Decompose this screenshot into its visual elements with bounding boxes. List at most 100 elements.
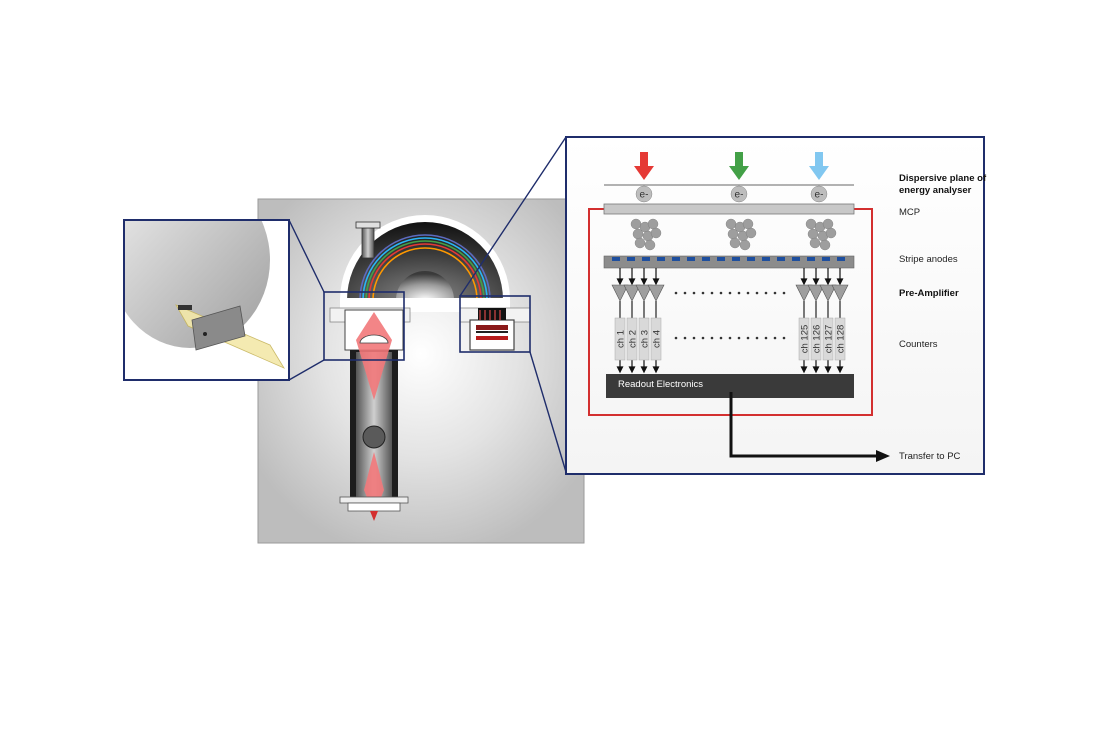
amplifier-triangle [611, 284, 629, 302]
hemispherical-analyser [347, 222, 503, 300]
readout-electronics-label: Readout Electronics [618, 379, 703, 390]
counter-cell [614, 317, 626, 361]
ellipsis-dot [728, 336, 732, 340]
transfer-arrow [729, 392, 878, 458]
anode-stripe [702, 257, 710, 261]
ellipsis-dot [755, 336, 759, 340]
anode-stripe [687, 257, 695, 261]
channel-label: ch 3 [640, 330, 651, 348]
detector-assembly [469, 308, 515, 351]
amplifier-triangle [807, 284, 825, 302]
counter-cell [810, 317, 822, 361]
anode-stripe [627, 257, 635, 261]
counter-arrow-head [628, 366, 636, 374]
channel-label: ch 125 [800, 325, 811, 354]
anode-stripe [822, 257, 830, 261]
transfer-arrow-head [876, 450, 890, 462]
mcp-plate [603, 203, 855, 215]
counter-arrow-head [800, 366, 808, 374]
ellipsis-dot [782, 336, 786, 340]
ellipsis-dot [683, 291, 687, 295]
anode-stripe [642, 257, 650, 261]
signal-arrow-head [800, 278, 808, 286]
incoming-electrons: e- e- e- [635, 185, 828, 203]
ellipsis-dot [710, 336, 714, 340]
energy-arrows [634, 152, 829, 180]
counter-cell [822, 317, 834, 361]
ellipsis-dot [746, 291, 750, 295]
signal-arrow-head [628, 278, 636, 286]
ellipsis-dot [782, 291, 786, 295]
lens-column [339, 309, 409, 521]
counter-arrow-head [616, 366, 624, 374]
arrow-red [634, 152, 654, 180]
counters-label: Counters [899, 339, 938, 350]
ellipsis-dot [719, 291, 723, 295]
ellipsis-dot [674, 336, 678, 340]
signal-arrow-head [836, 278, 844, 286]
arrow-blue [809, 152, 829, 180]
ellipsis-dot [692, 291, 696, 295]
counter-arrow-head [640, 366, 648, 374]
analyser-chamber [257, 198, 585, 544]
ellipsis-dot [764, 291, 768, 295]
sample-inset [123, 219, 290, 381]
stripe-anodes-label: Stripe anodes [899, 254, 958, 265]
counter-cell [834, 317, 846, 361]
anode-stripe [777, 257, 785, 261]
ellipsis-dot [737, 291, 741, 295]
counter-arrow-head [836, 366, 844, 374]
channel-label: ch 128 [836, 325, 847, 354]
anode-stripe [747, 257, 755, 261]
ellipsis-dot [710, 291, 714, 295]
signal-arrow-head [812, 278, 820, 286]
ellipsis-dot [737, 336, 741, 340]
ellipsis-dots [674, 291, 786, 340]
anode-stripe [732, 257, 740, 261]
counter-cell [626, 317, 638, 361]
ellipsis-dot [746, 336, 750, 340]
mcp-label: MCP [899, 207, 920, 218]
ellipsis-dot [755, 291, 759, 295]
ellipsis-dot [692, 336, 696, 340]
pre-amplifiers [611, 284, 849, 318]
stripe-anodes-bar [603, 255, 855, 269]
dispersive-plane-label-2: energy analyser [899, 185, 972, 196]
counter-arrow-head [652, 366, 660, 374]
signal-arrow-head [652, 278, 660, 286]
counter-cell [650, 317, 662, 361]
amplifier-triangle [623, 284, 641, 302]
ellipsis-dot [674, 291, 678, 295]
amplifier-triangle [819, 284, 837, 302]
transfer-to-pc-label: Transfer to PC [899, 451, 961, 462]
anode-stripe [762, 257, 770, 261]
channel-label: ch 127 [824, 325, 835, 354]
electron-label: e- [640, 190, 649, 201]
channel-label: ch 126 [812, 325, 823, 354]
electron-label: e- [735, 190, 744, 201]
anode-stripe [807, 257, 815, 261]
anode-stripe [792, 257, 800, 261]
signal-arrow-head [824, 278, 832, 286]
ellipsis-dot [728, 291, 732, 295]
arrow-green [729, 152, 749, 180]
electron-clouds [630, 218, 837, 251]
amplifier-triangle [647, 284, 665, 302]
counter-arrow-head [812, 366, 820, 374]
anode-stripe [717, 257, 725, 261]
electron-label: e- [815, 190, 824, 201]
counter-arrow-head [824, 366, 832, 374]
zoom-connectors [288, 136, 567, 473]
anode-stripe [657, 257, 665, 261]
ellipsis-dot [701, 336, 705, 340]
ellipsis-dot [683, 336, 687, 340]
zoom-box-sample [323, 291, 405, 361]
anode-stripe [612, 257, 620, 261]
channel-label: ch 1 [616, 330, 627, 348]
ellipsis-dot [719, 336, 723, 340]
signal-arrow-head [616, 278, 624, 286]
ellipsis-dot [764, 336, 768, 340]
counter-cell [638, 317, 650, 361]
anode-stripe [672, 257, 680, 261]
